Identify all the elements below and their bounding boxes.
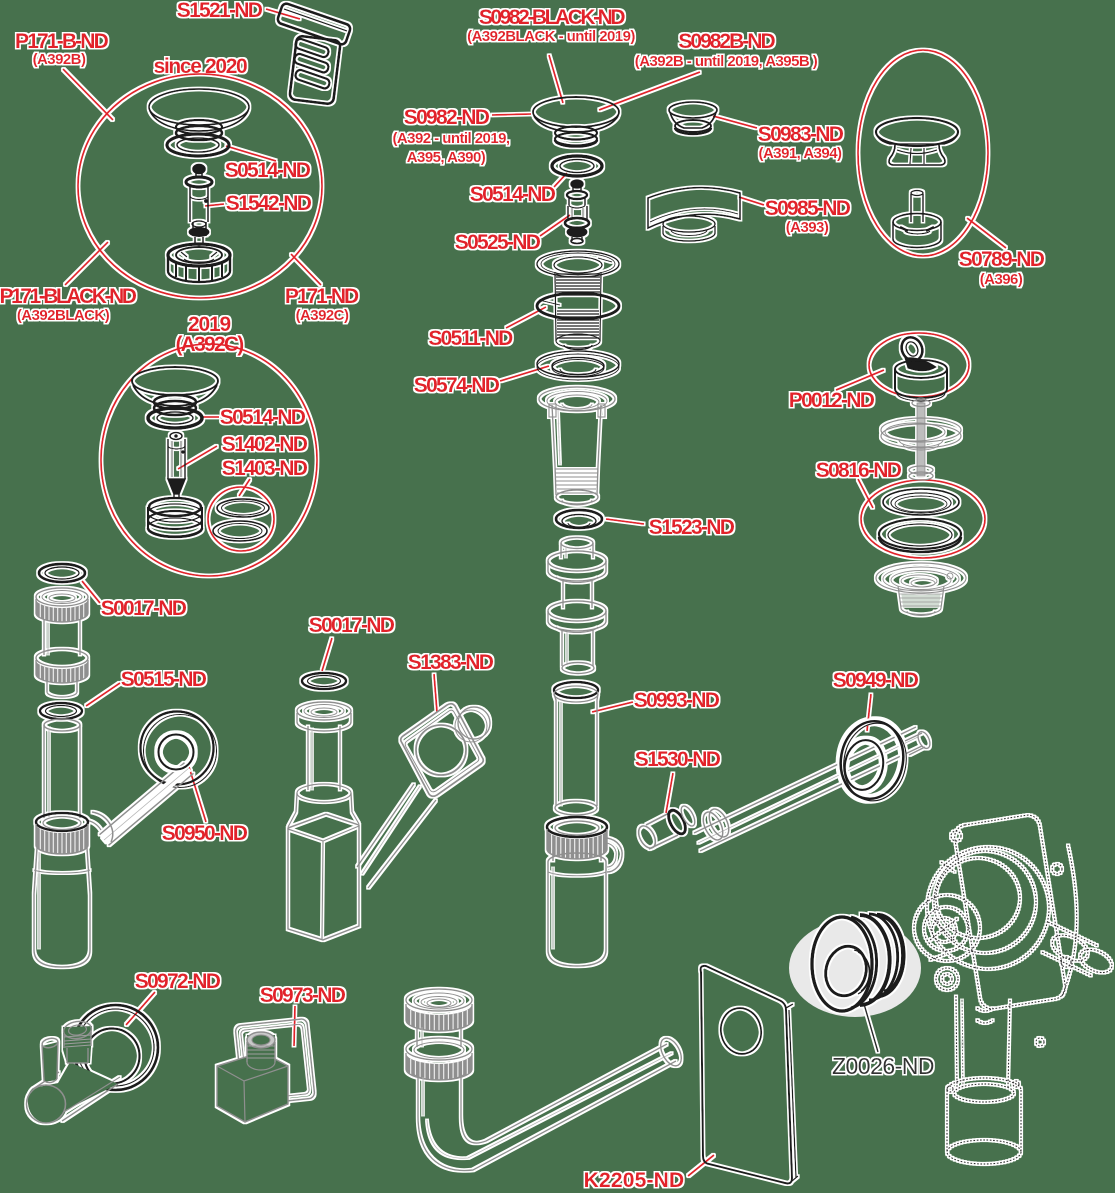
svg-text:S0993-ND: S0993-ND	[634, 689, 720, 712]
svg-text:S0816-ND: S0816-ND	[816, 459, 902, 482]
svg-text:S0982-ND: S0982-ND	[404, 106, 490, 129]
svg-text:(A392C): (A392C)	[296, 307, 349, 324]
svg-text:S0982B-ND: S0982B-ND	[678, 30, 775, 53]
svg-text:S0017-ND: S0017-ND	[309, 614, 395, 637]
svg-text:since 2020: since 2020	[154, 55, 247, 78]
svg-text:S1523-ND: S1523-ND	[649, 516, 735, 539]
svg-text:(A392BLACK - until 2019): (A392BLACK - until 2019)	[467, 28, 635, 45]
svg-text:P171-B-ND: P171-B-ND	[15, 30, 109, 53]
svg-text:(A392 - until 2019,: (A392 - until 2019,	[392, 130, 509, 147]
svg-text:S0983-ND: S0983-ND	[758, 123, 844, 146]
svg-text:(A392C): (A392C)	[175, 333, 243, 356]
svg-text:(A391, A394): (A391, A394)	[759, 145, 842, 162]
svg-text:S0017-ND: S0017-ND	[101, 597, 187, 620]
svg-text:P171-ND: P171-ND	[285, 285, 359, 308]
svg-text:S1521-ND: S1521-ND	[177, 0, 263, 22]
svg-text:P171-BLACK-ND: P171-BLACK-ND	[0, 285, 137, 308]
svg-text:(A392B - until 2019, A395B ): (A392B - until 2019, A395B )	[635, 53, 818, 70]
svg-text:S0514-ND: S0514-ND	[470, 183, 556, 206]
svg-text:S0511-ND: S0511-ND	[428, 327, 513, 350]
svg-text:S0789-ND: S0789-ND	[959, 248, 1045, 271]
svg-text:(A392B): (A392B)	[33, 51, 86, 68]
svg-text:S0514-ND: S0514-ND	[225, 159, 311, 182]
svg-text:Z0026-ND: Z0026-ND	[832, 1053, 934, 1079]
svg-text:A395, A390): A395, A390)	[407, 149, 486, 166]
svg-text:S0950-ND: S0950-ND	[162, 822, 248, 845]
svg-text:S0515-ND: S0515-ND	[121, 668, 207, 691]
svg-text:(A392BLACK): (A392BLACK)	[17, 307, 110, 324]
svg-text:S0514-ND: S0514-ND	[220, 406, 306, 429]
svg-text:(A393): (A393)	[786, 219, 829, 236]
svg-text:S1402-ND: S1402-ND	[222, 433, 308, 456]
svg-text:2019: 2019	[188, 313, 230, 336]
svg-text:S1542-ND: S1542-ND	[226, 192, 312, 215]
svg-text:S0525-ND: S0525-ND	[455, 231, 541, 254]
svg-text:K2205-ND: K2205-ND	[584, 1169, 685, 1192]
svg-text:(A396): (A396)	[980, 271, 1023, 288]
svg-text:S0982-BLACK-ND: S0982-BLACK-ND	[479, 6, 626, 29]
svg-text:S0972-ND: S0972-ND	[135, 970, 221, 993]
svg-text:S0949-ND: S0949-ND	[833, 669, 919, 692]
svg-text:S1403-ND: S1403-ND	[222, 457, 308, 480]
svg-text:S1383-ND: S1383-ND	[408, 651, 494, 674]
svg-text:S0973-ND: S0973-ND	[260, 984, 346, 1007]
svg-text:S0574-ND: S0574-ND	[414, 374, 500, 397]
svg-text:P0012-ND: P0012-ND	[789, 389, 875, 412]
svg-text:S0985-ND: S0985-ND	[765, 197, 851, 220]
svg-text:S1530-ND: S1530-ND	[635, 748, 721, 771]
